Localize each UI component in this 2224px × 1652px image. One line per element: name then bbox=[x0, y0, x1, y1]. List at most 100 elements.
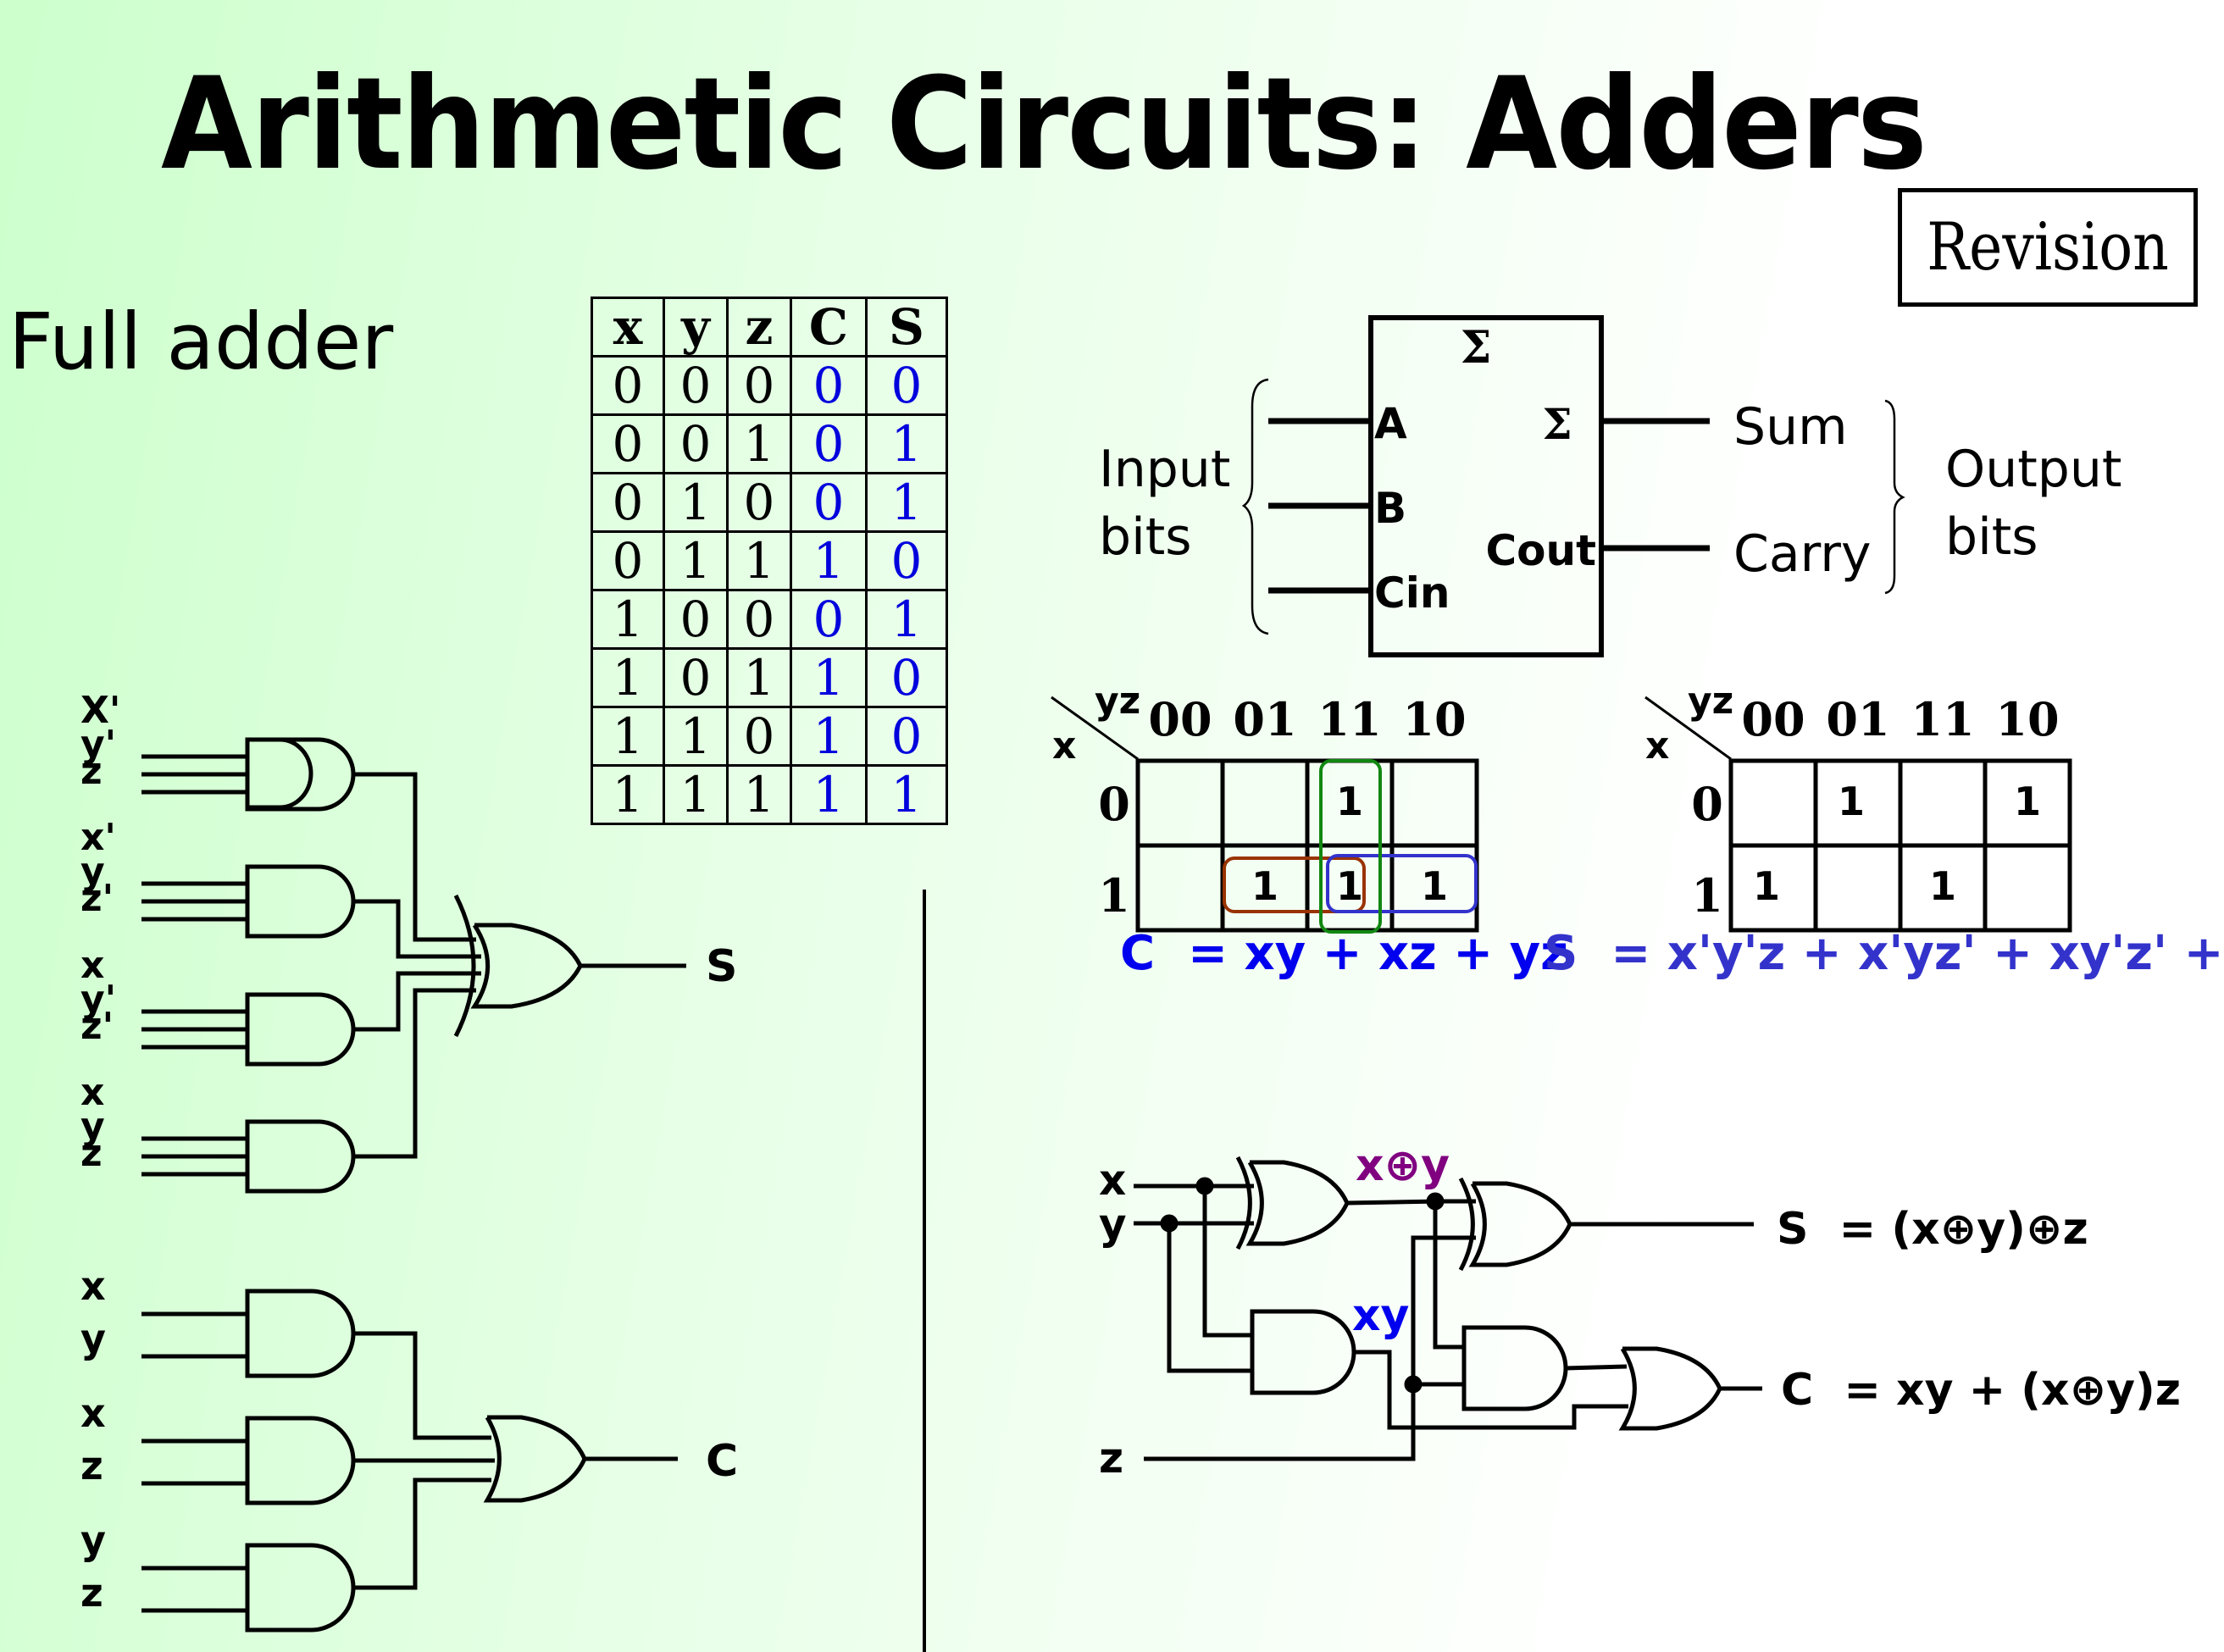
sop-input-label: z bbox=[80, 1443, 103, 1488]
ha-input-z-label: z bbox=[1099, 1433, 1123, 1483]
output-sigma-label: Σ bbox=[1542, 399, 1572, 449]
ha-input-y-label: y bbox=[1099, 1200, 1127, 1249]
truth-cell-s: 0 bbox=[865, 530, 948, 591]
truth-table-header: x y z C S bbox=[591, 297, 948, 358]
or-gate-icon bbox=[470, 923, 583, 1009]
truth-cell-y: 1 bbox=[663, 706, 729, 767]
wire bbox=[353, 1331, 491, 1440]
truth-cell-s: 0 bbox=[865, 647, 948, 708]
truth-cell-y: 1 bbox=[663, 530, 729, 591]
sop-input-label: z bbox=[80, 750, 103, 793]
sop-input-label: y bbox=[80, 1105, 105, 1148]
sop-sum-output-label: S bbox=[706, 941, 737, 992]
kmap-cell: 1 bbox=[2014, 779, 2041, 824]
output-cout-label: Cout bbox=[1485, 526, 1596, 575]
kmap-cell: 1 bbox=[1838, 779, 1865, 824]
input-cin-label: Cin bbox=[1374, 568, 1450, 618]
truth-cell-x: 0 bbox=[591, 472, 665, 533]
truth-cell-x: 0 bbox=[591, 413, 665, 474]
truth-cell-s: 1 bbox=[865, 413, 948, 474]
header-c: C bbox=[790, 297, 868, 358]
output-bits-label-line1: Output bbox=[1945, 440, 2121, 499]
wire bbox=[353, 772, 476, 942]
kmap-carry bbox=[1051, 696, 1479, 934]
sop-input-label: z' bbox=[80, 1005, 114, 1048]
truth-cell-z: 1 bbox=[726, 530, 792, 591]
group-xy bbox=[1319, 759, 1382, 934]
truth-cell-z: 1 bbox=[726, 647, 792, 708]
carry-label: Carry bbox=[1733, 524, 1871, 584]
sop-input-label: y bbox=[80, 850, 105, 893]
kmap-cell: 1 bbox=[1753, 863, 1780, 909]
and-gate-icon bbox=[1461, 1325, 1568, 1411]
xor-bar-icon bbox=[1458, 1177, 1475, 1272]
sop-input-label: y bbox=[80, 1517, 106, 1563]
header-s: S bbox=[865, 297, 948, 358]
sop-input-label: y' bbox=[80, 978, 116, 1021]
sum-sop-circuit bbox=[245, 737, 313, 810]
truth-cell-s: 0 bbox=[865, 355, 948, 416]
input-bits-label-line1: Input bbox=[1099, 440, 1230, 499]
truth-cell-x: 1 bbox=[591, 589, 665, 650]
truth-cell-z: 1 bbox=[726, 413, 792, 474]
kmap-carry-row-var: x bbox=[1052, 724, 1076, 768]
kmap-carry-col-var: yz bbox=[1095, 679, 1140, 723]
and-gate-icon bbox=[245, 1119, 356, 1194]
sop-input-label: y bbox=[80, 1316, 106, 1361]
kmap-row-header: 0 bbox=[1098, 777, 1130, 831]
truth-cell-c: 1 bbox=[790, 706, 868, 767]
kmap-sum-diagonal bbox=[1644, 696, 1732, 761]
and-gate-icon bbox=[245, 1289, 356, 1378]
output-brace-icon bbox=[1884, 399, 1905, 595]
kmap-col-header: 01 bbox=[1233, 692, 1296, 746]
truth-cell-s: 0 bbox=[865, 706, 948, 767]
truth-cell-z: 1 bbox=[726, 764, 792, 825]
wire bbox=[353, 971, 481, 1032]
truth-cell-y: 1 bbox=[663, 764, 729, 825]
truth-cell-z: 0 bbox=[726, 589, 792, 650]
truth-cell-y: 1 bbox=[663, 472, 729, 533]
header-z: z bbox=[726, 297, 792, 358]
or-input-bar-icon bbox=[453, 894, 476, 1038]
and-gate-icon bbox=[245, 992, 356, 1067]
kmap-cell: 1 bbox=[1929, 863, 1956, 909]
truth-cell-x: 0 bbox=[591, 530, 665, 591]
truth-cell-c: 0 bbox=[790, 589, 868, 650]
kmap-col-header: 10 bbox=[1995, 692, 2059, 746]
section-heading: Full adder bbox=[8, 297, 394, 387]
header-x: x bbox=[591, 297, 665, 358]
kmap-sum bbox=[1644, 696, 2072, 933]
truth-cell-s: 1 bbox=[865, 589, 948, 650]
kmap-col-header: 00 bbox=[1148, 692, 1212, 746]
kmap-col-header: 00 bbox=[1741, 692, 1805, 746]
kmap-cell: 1 bbox=[1251, 863, 1278, 909]
truth-cell-z: 0 bbox=[726, 472, 792, 533]
sop-input-label: X' bbox=[80, 689, 120, 732]
kmap-col-header: 10 bbox=[1402, 692, 1466, 746]
truth-cell-y: 0 bbox=[663, 413, 729, 474]
kmap-cell: 1 bbox=[1336, 863, 1363, 909]
sop-input-label: x bbox=[80, 1263, 106, 1309]
wire bbox=[1433, 1201, 1464, 1350]
truth-cell-c: 1 bbox=[790, 530, 868, 591]
input-brace-icon bbox=[1241, 378, 1269, 635]
full-adder-block bbox=[1241, 315, 1905, 657]
kmap-cell: 1 bbox=[1336, 779, 1363, 824]
truth-cell-s: 1 bbox=[865, 764, 948, 825]
z-wire bbox=[1144, 1235, 1476, 1461]
xor-output-wire bbox=[1346, 1199, 1476, 1206]
and-gate-icon bbox=[1250, 1309, 1356, 1395]
and-gate-icon bbox=[245, 864, 356, 939]
and-gate bbox=[245, 737, 313, 810]
revision-badge: Revision bbox=[1898, 188, 2198, 307]
input-bits-label-line2: bits bbox=[1099, 507, 1192, 567]
and-gate-icon bbox=[245, 1416, 356, 1505]
xor-gate-icon bbox=[1468, 1181, 1572, 1267]
